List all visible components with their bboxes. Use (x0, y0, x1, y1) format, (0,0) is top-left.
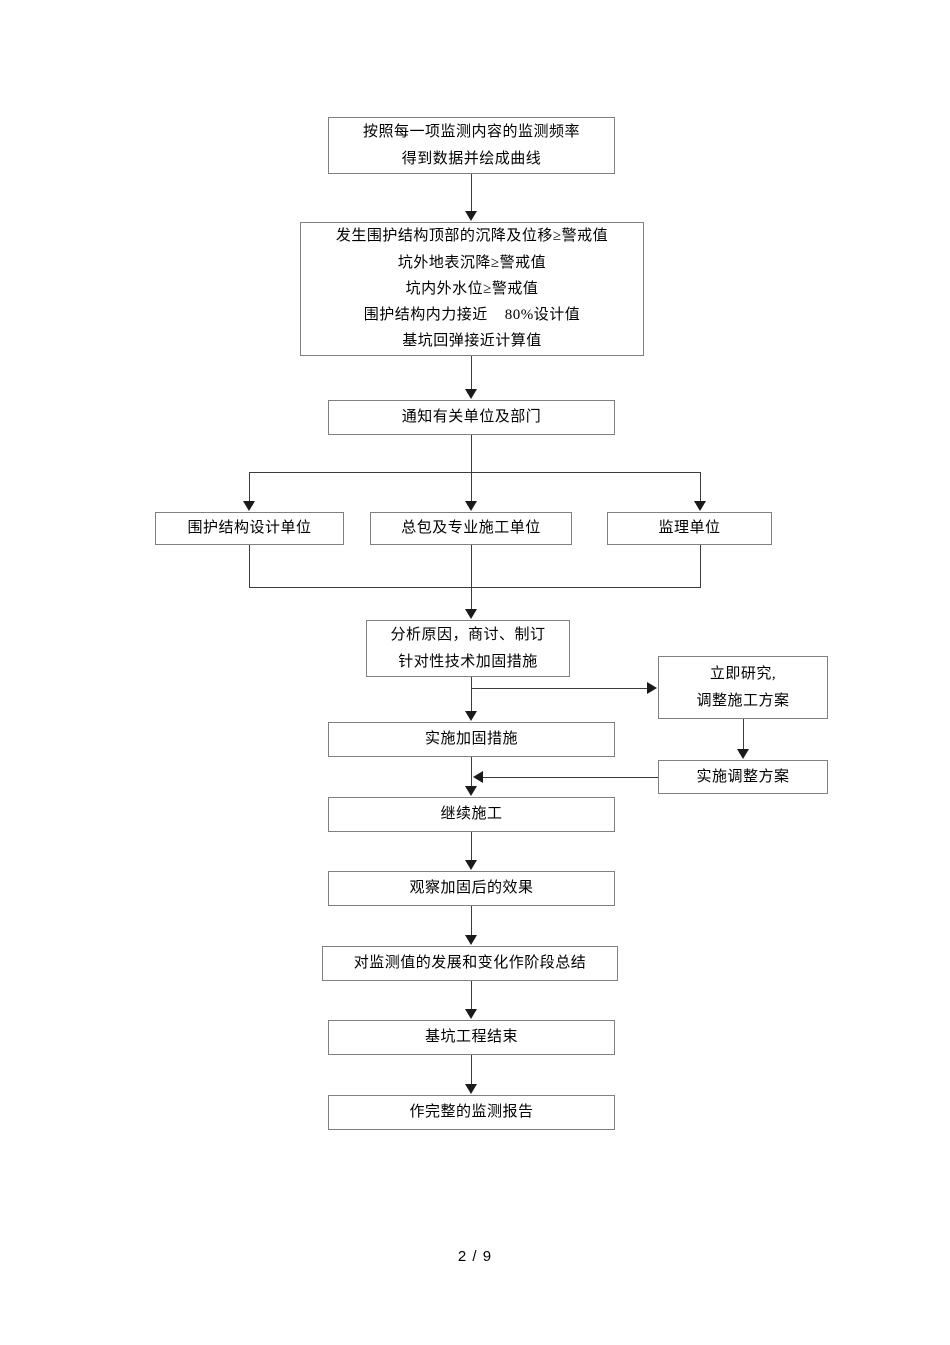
page-number-footer: 2 / 9 (457, 1248, 493, 1265)
connector-n7-n9 (471, 757, 472, 786)
connector-n9-n10 (471, 832, 472, 861)
node-text-line: 观察加固后的效果 (409, 880, 534, 897)
connector-n5-n7 (471, 677, 472, 711)
node-text-line: 基坑工程结束 (424, 1029, 518, 1046)
node-text-line: 实施调整方案 (696, 768, 790, 785)
connector-n4c-merge (700, 545, 701, 587)
node-text-line: 基坑回弹接近计算值 (402, 333, 542, 350)
node-text-line: 立即研究, (709, 666, 777, 683)
arrowhead-n5-n6 (647, 682, 657, 694)
node-text-line: 发生围护结构顶部的沉降及位移≥警戒值 (335, 228, 609, 245)
node-text-line: 坑内外水位≥警戒值 (405, 280, 539, 297)
connector-n6-n8 (743, 719, 744, 749)
arrowhead-n3-n4b (465, 501, 477, 511)
node-text-line: 围护结构内力接近 80%设计值 (363, 307, 581, 324)
arrowhead-n6-n8 (737, 749, 749, 759)
node-immediate-study: 立即研究, 调整施工方案 (658, 656, 828, 719)
node-text-line: 坑外地表沉降≥警戒值 (397, 254, 547, 271)
arrowhead-n12-n13 (465, 1084, 477, 1094)
connector-n8-feedback (483, 777, 658, 778)
node-continue-construction: 继续施工 (328, 797, 615, 832)
node-supervision-unit: 监理单位 (607, 512, 772, 545)
node-text-line: 实施加固措施 (424, 731, 518, 748)
node-text-line: 对监测值的发展和变化作阶段总结 (353, 955, 587, 972)
node-general-contractor-unit: 总包及专业施工单位 (370, 512, 572, 545)
connector-n3-bus (249, 472, 701, 473)
connector-merge-bus (249, 587, 701, 588)
node-text-line: 通知有关单位及部门 (401, 409, 542, 426)
arrowhead-n10-n11 (465, 935, 477, 945)
node-text-line: 作完整的监测报告 (409, 1104, 534, 1121)
connector-merge-n5 (471, 545, 472, 610)
node-text-line: 得到数据并绘成曲线 (401, 150, 542, 167)
node-text-line: 监理单位 (658, 520, 721, 537)
connector-n3-n4a (249, 472, 250, 502)
connector-n1-n2 (471, 174, 472, 212)
arrowhead-n5-n7 (465, 711, 477, 721)
connector-n5-n6 (471, 688, 647, 689)
node-text-line: 分析原因，商讨、制订 (390, 627, 546, 644)
arrowhead-merge-n5 (465, 609, 477, 619)
node-implement-adjusted-plan: 实施调整方案 (658, 760, 828, 794)
node-excavation-complete: 基坑工程结束 (328, 1020, 615, 1055)
node-text-line: 针对性技术加固措施 (398, 653, 538, 670)
node-text-line: 继续施工 (440, 806, 503, 823)
node-enclosure-design-unit: 围护结构设计单位 (155, 512, 344, 545)
arrowhead-n9-n10 (465, 860, 477, 870)
arrowhead-n11-n12 (465, 1009, 477, 1019)
arrowhead-n3-n4c (694, 501, 706, 511)
node-alarm-conditions: 发生围护结构顶部的沉降及位移≥警戒值 坑外地表沉降≥警戒值 坑内外水位≥警戒值 … (300, 222, 644, 356)
connector-n3-n4b (471, 472, 472, 502)
connector-n3-n4c (700, 472, 701, 502)
node-observe-effect: 观察加固后的效果 (328, 871, 615, 906)
connector-n12-n13 (471, 1055, 472, 1084)
arrowhead-n7-n9 (465, 786, 477, 796)
node-text-line: 围护结构设计单位 (187, 520, 312, 537)
node-analyze-cause: 分析原因，商讨、制订 针对性技术加固措施 (366, 620, 570, 677)
node-text-line: 按照每一项监测内容的监测频率 (362, 124, 580, 141)
node-monitoring-frequency: 按照每一项监测内容的监测频率 得到数据并绘成曲线 (328, 117, 615, 174)
node-implement-reinforcement: 实施加固措施 (328, 722, 615, 757)
node-stage-summary: 对监测值的发展和变化作阶段总结 (322, 946, 618, 981)
node-notify-units: 通知有关单位及部门 (328, 400, 615, 435)
connector-n4a-merge (249, 545, 250, 587)
node-text-line: 调整施工方案 (696, 692, 790, 709)
arrowhead-n1-n2 (465, 211, 477, 221)
node-text-line: 总包及专业施工单位 (401, 520, 541, 537)
connector-n2-n3 (471, 356, 472, 389)
arrowhead-n8-feedback (473, 771, 483, 783)
arrowhead-n3-n4a (243, 501, 255, 511)
connector-n10-n11 (471, 906, 472, 935)
connector-n3-stem (471, 435, 472, 472)
arrowhead-n2-n3 (465, 389, 477, 399)
connector-n11-n12 (471, 981, 472, 1010)
node-final-report: 作完整的监测报告 (328, 1095, 615, 1130)
